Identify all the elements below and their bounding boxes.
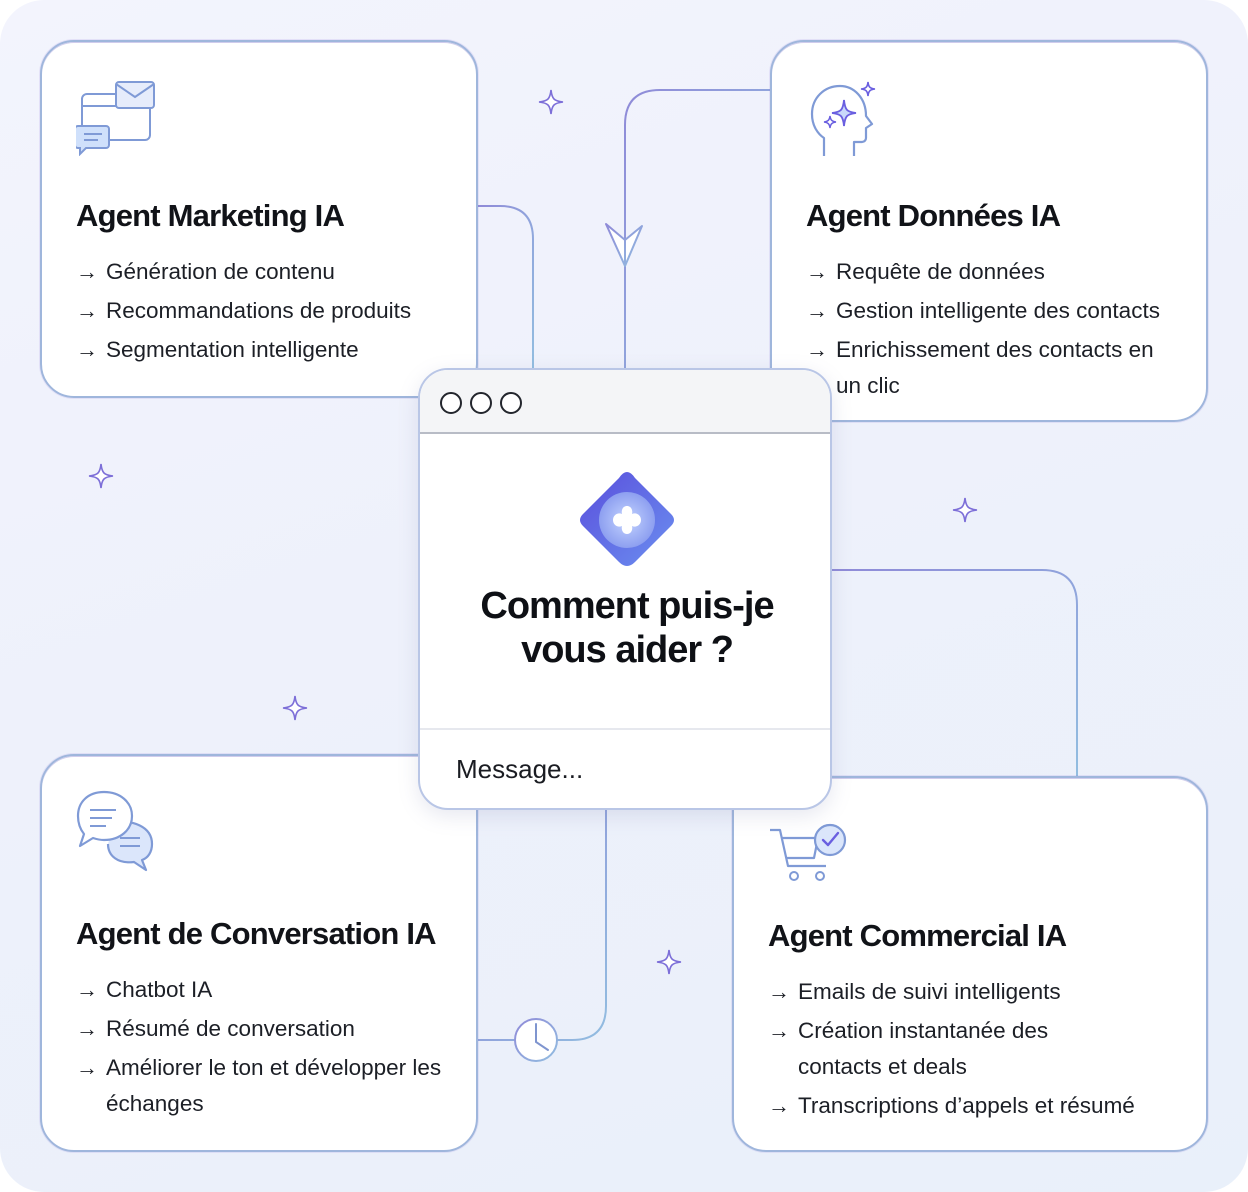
list-item: →Transcriptions d’appels et résumé (768, 1088, 1188, 1124)
arrow-right-icon: → (76, 337, 98, 362)
list-item: →Résumé de conversation (76, 1011, 436, 1047)
arrow-right-icon: → (768, 1093, 790, 1118)
wire-marketing (478, 205, 534, 368)
agent-title: Agent Données IA (806, 198, 1061, 233)
arrow-right-icon: → (76, 977, 98, 1002)
clock-icon (514, 1018, 558, 1062)
capability-list: →Génération de contenu →Recommandations … (76, 254, 456, 371)
wire-conversation (478, 810, 607, 1041)
capability-list: →Chatbot IA →Résumé de conversation →Amé… (76, 972, 441, 1125)
sparkle-icon (88, 463, 114, 489)
arrow-right-icon: → (768, 1018, 790, 1043)
message-input[interactable] (456, 754, 796, 785)
list-item: →Requête de données (806, 254, 1196, 290)
ai-diamond-logo-icon (580, 472, 674, 566)
paper-plane-icon (605, 223, 643, 267)
agent-title: Agent Marketing IA (76, 198, 345, 233)
arrow-right-icon: → (76, 259, 98, 284)
sparkle-icon (282, 695, 308, 721)
capability-list: →Emails de suivi intelligents →Création … (768, 974, 1188, 1127)
agent-card-donnees[interactable]: Agent Données IA →Requête de données →Ge… (770, 40, 1208, 422)
list-item: →Recommandations de produits (76, 293, 456, 329)
assistant-window: Comment puis-je vous aider ? (418, 368, 832, 810)
divider (420, 728, 830, 730)
agent-card-conversation[interactable]: Agent de Conversation IA →Chatbot IA →Ré… (40, 754, 478, 1152)
sparkle-icon (952, 497, 978, 523)
list-item: →Améliorer le ton et développer les écha… (76, 1050, 446, 1122)
arrow-right-icon: → (76, 1055, 98, 1080)
ai-head-sparkle-icon (810, 81, 876, 156)
wire-commercial (832, 569, 1078, 776)
list-item: →Création instantanée des contacts et de… (768, 1013, 1098, 1085)
list-item: →Chatbot IA (76, 972, 436, 1008)
list-item: →Enrichissement des contacts en un clic (806, 332, 1156, 404)
arrow-right-icon: → (768, 979, 790, 1004)
window-close-button[interactable] (440, 392, 462, 414)
wire-donnees (624, 89, 770, 368)
chat-bubbles-icon (76, 790, 154, 872)
sparkle-icon (656, 949, 682, 975)
arrow-right-icon: → (76, 298, 98, 323)
agent-card-commercial[interactable]: Agent Commercial IA →Emails de suivi int… (732, 776, 1208, 1152)
window-titlebar (420, 370, 830, 434)
list-item: →Emails de suivi intelligents (768, 974, 1188, 1010)
list-item: →Segmentation intelligente (76, 332, 456, 368)
agent-title: Agent de Conversation IA (76, 916, 437, 951)
arrow-right-icon: → (76, 1016, 98, 1041)
assistant-heading: Comment puis-je vous aider ? (480, 585, 774, 671)
window-minimize-button[interactable] (470, 392, 492, 414)
sparkle-icon (538, 89, 564, 115)
arrow-right-icon: → (806, 259, 828, 284)
capability-list: →Requête de données →Gestion intelligent… (806, 254, 1196, 407)
arrow-right-icon: → (806, 337, 828, 362)
email-chat-icon (76, 81, 155, 156)
arrow-right-icon: → (806, 298, 828, 323)
list-item: →Gestion intelligente des contacts (806, 293, 1196, 329)
cart-check-icon (770, 823, 847, 881)
list-item: →Génération de contenu (76, 254, 456, 290)
window-maximize-button[interactable] (500, 392, 522, 414)
agent-card-marketing[interactable]: Agent Marketing IA →Génération de conten… (40, 40, 478, 398)
agent-title: Agent Commercial IA (768, 918, 1067, 953)
